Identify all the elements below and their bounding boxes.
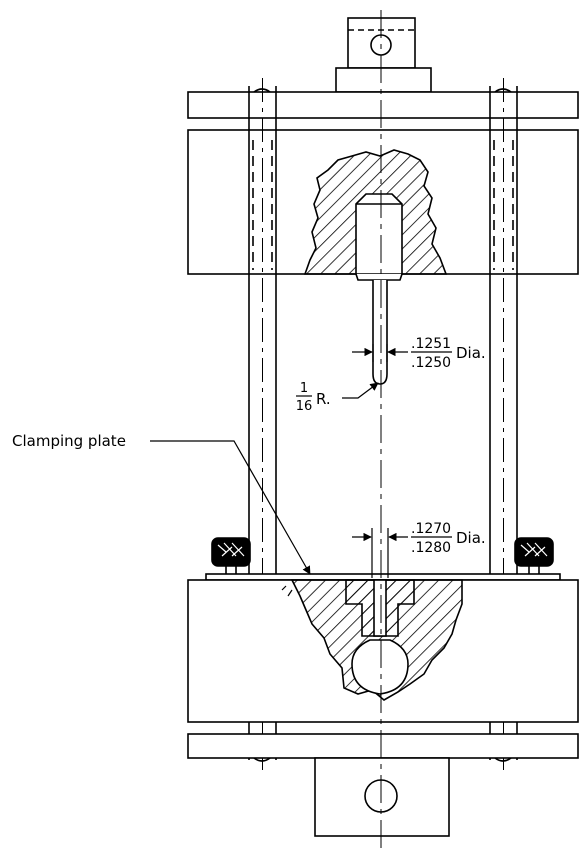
radius-leader: [342, 382, 379, 399]
clamping-plate-label: Clamping plate: [12, 432, 126, 450]
punch-dia-callout: .1251 .1250 Dia.: [411, 336, 486, 371]
ball-cavity: [351, 639, 409, 695]
hole-dia-dimension: [352, 528, 408, 578]
hole-dia-lower: .1280: [411, 540, 451, 556]
hole-dia-callout: .1270 .1280 Dia.: [411, 521, 486, 556]
radius-denominator: 16: [296, 399, 313, 414]
punch-dia-dimension: [352, 344, 408, 362]
hole-dia-upper: .1270: [411, 521, 451, 537]
left-knurled-nut: [211, 537, 251, 578]
bottom-clevis: [314, 757, 450, 837]
clamping-plate: [205, 573, 561, 581]
hole-dia-unit: Dia.: [456, 529, 486, 547]
punch-dia-upper: .1251: [411, 336, 451, 352]
bottom-plate: [187, 733, 579, 759]
clamping-plate-leader: [150, 440, 311, 575]
top-clevis: [335, 17, 432, 93]
punch-pin: [372, 280, 388, 385]
radius-numerator: 1: [300, 381, 308, 396]
punch-holder-cavity: [355, 193, 403, 275]
right-knurled-nut: [514, 537, 554, 578]
punch-dia-unit: Dia.: [456, 344, 486, 362]
radius-unit: R.: [316, 390, 331, 408]
top-plate: [187, 91, 579, 119]
punch-dia-lower: .1250: [411, 355, 451, 371]
radius-callout: 1 16 R.: [296, 381, 331, 414]
